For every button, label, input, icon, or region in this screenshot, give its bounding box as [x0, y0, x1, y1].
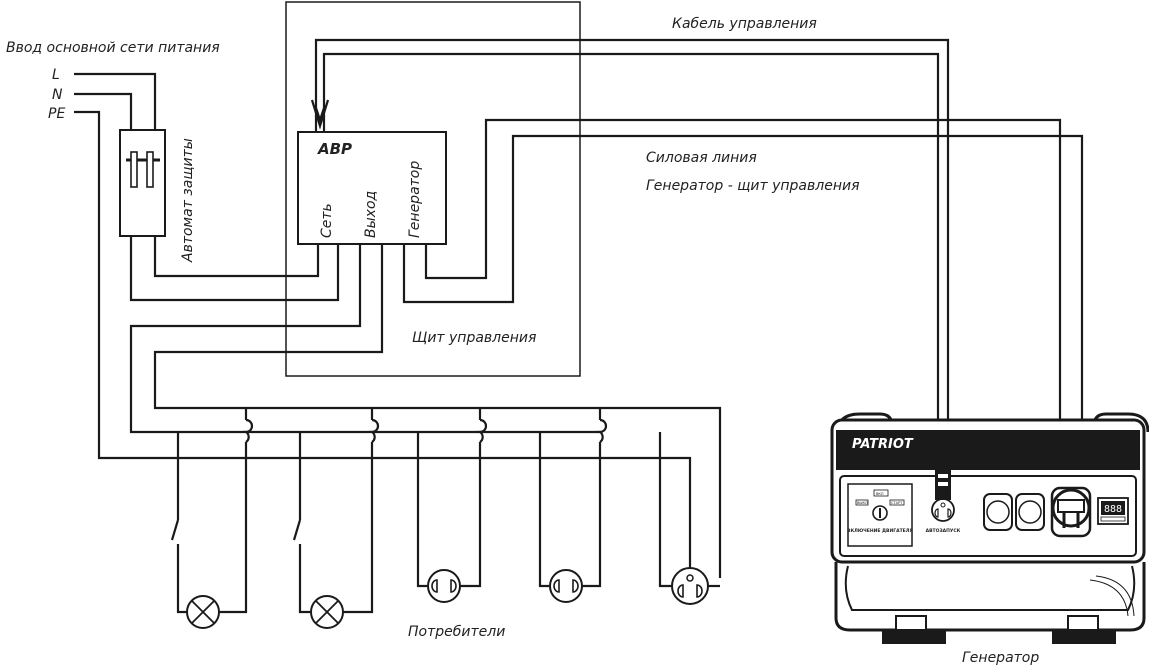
engine-start-label: ВКЛЮЧЕНИЕ ДВИГАТЕЛЯ [847, 528, 913, 534]
avr-output-wires [129, 244, 722, 578]
wire-N-label: N [52, 87, 63, 103]
switch-on-label: ВКЛ [876, 492, 884, 496]
breaker [119, 129, 166, 237]
socket-3-grounded [671, 567, 709, 605]
avr-net-label: Сеть [319, 203, 335, 238]
power-line-label-1: Силовая линия [646, 150, 757, 166]
power-line-wires [402, 118, 1084, 488]
consumers-label: Потребители [408, 624, 505, 640]
lamp-1 [186, 595, 220, 629]
generator-label: Генератор [962, 650, 1039, 666]
meter-display: 888 [1104, 504, 1122, 515]
wire-PE-label: PE [48, 106, 65, 122]
socket-1 [427, 569, 461, 603]
control-panel-label: Щит управления [412, 330, 536, 346]
avr-gen-label: Генератор [407, 161, 423, 238]
avr-out-label: Выход [363, 191, 379, 238]
control-panel-frame [285, 1, 581, 377]
socket-2 [549, 569, 583, 603]
wire-L-label: L [52, 67, 60, 83]
autostart-label: АВТОЗАПУСК [926, 528, 961, 534]
consumer-branches [170, 408, 720, 614]
avr-title: АВР [317, 140, 352, 158]
control-cable-label: Кабель управления [672, 16, 817, 32]
control-cable [310, 38, 950, 478]
avr-box [297, 131, 447, 245]
breaker-to-avr-wires [129, 236, 340, 302]
switch-start-label: СТАРТ [891, 501, 903, 505]
generator-brand: PATRIOT [852, 437, 914, 452]
mains-input-label: Ввод основной сети питания [6, 40, 220, 56]
power-line-label-2: Генератор - щит управления [646, 178, 860, 194]
switch-off-label: ВЫКЛ [857, 501, 868, 505]
mains-wires [74, 72, 692, 578]
breaker-label: Автомат защиты [180, 138, 196, 263]
lamp-2 [310, 595, 344, 629]
generator: PATRIOT ВКЛ ВЫКЛ СТАРТ ВКЛЮЧЕНИЕ ДВИГАТЕ… [830, 412, 1149, 644]
